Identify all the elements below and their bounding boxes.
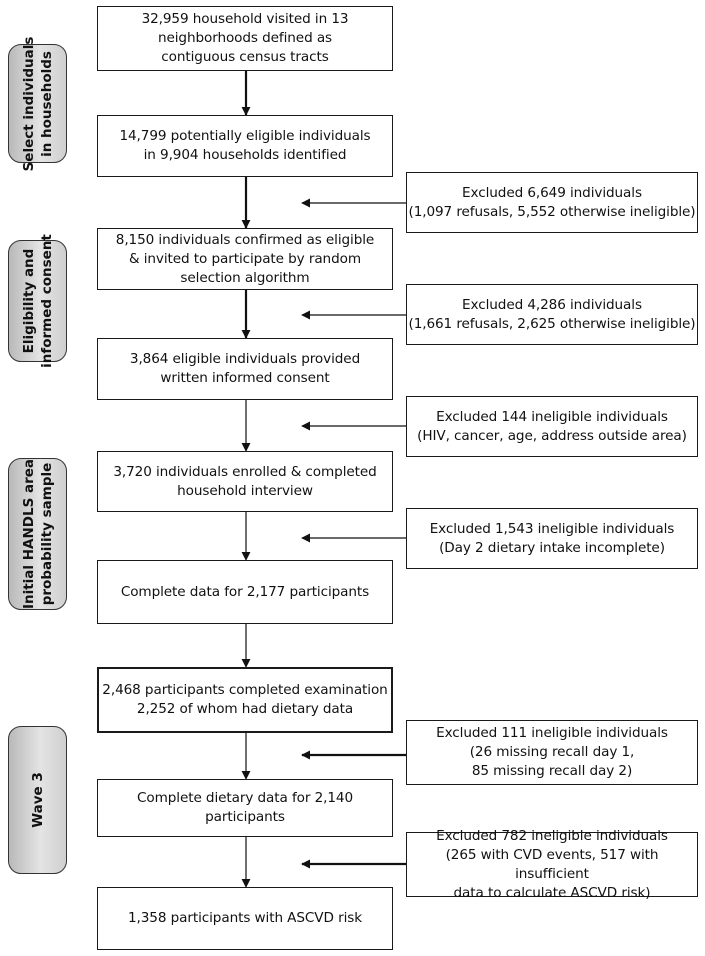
flow-box-enrolled: 3,720 individuals enrolled & completed h… xyxy=(97,451,393,512)
exclusion-text: Excluded 6,649 individuals (1,097 refusa… xyxy=(408,184,696,220)
phase-wave-3: Wave 3 xyxy=(8,726,67,874)
flow-box-ascvd-risk: 1,358 participants with ASCVD risk xyxy=(97,887,393,950)
exclusion-box-5: Excluded 111 ineligible individuals (26 … xyxy=(406,720,698,785)
flow-box-text: 3,864 eligible individuals provided writ… xyxy=(129,351,361,386)
flow-box-examination: 2,468 participants completed examination… xyxy=(97,667,393,733)
exclusion-box-3: Excluded 144 ineligible individuals (HIV… xyxy=(406,396,698,457)
flow-box-potentially-eligible: 14,799 potentially eligible individuals … xyxy=(97,115,393,177)
flow-box-text: 14,799 potentially eligible individuals … xyxy=(119,128,371,163)
flow-box-complete-dietary: Complete dietary data for 2,140 particip… xyxy=(97,779,393,837)
exclusion-box-1: Excluded 6,649 individuals (1,097 refusa… xyxy=(406,172,698,233)
flow-box-text: 8,150 individuals confirmed as eligible … xyxy=(115,231,375,286)
flow-box-complete-data: Complete data for 2,177 participants xyxy=(97,560,393,624)
flow-box-text: 32,959 household visited in 13 neighborh… xyxy=(141,11,349,65)
exclusion-box-6: Excluded 782 ineligible individuals (265… xyxy=(406,828,698,901)
flow-box-text: 1,358 participants with ASCVD risk xyxy=(127,910,363,926)
exclusion-text: Excluded 4,286 individuals (1,661 refusa… xyxy=(408,296,696,332)
exclusion-box-2: Excluded 4,286 individuals (1,661 refusa… xyxy=(406,284,698,345)
flow-box-text: 3,720 individuals enrolled & completed h… xyxy=(113,463,377,499)
flow-box-text: 2,468 participants completed examination… xyxy=(102,682,388,717)
flow-box-informed-consent: 3,864 eligible individuals provided writ… xyxy=(97,338,393,400)
phase-eligibility-consent: Eligibility and informed consent xyxy=(8,234,67,368)
exclusion-text: Excluded 782 ineligible individuals (265… xyxy=(436,827,668,901)
flow-box-text: Complete dietary data for 2,140 particip… xyxy=(137,790,353,825)
phase-initial-handls: Initial HANDLS area probability sample xyxy=(8,458,67,610)
flow-box-text: Complete data for 2,177 participants xyxy=(120,583,370,600)
flow-box-confirmed-eligible: 8,150 individuals confirmed as eligible … xyxy=(97,228,393,290)
exclusion-box-4: Excluded 1,543 ineligible individuals (D… xyxy=(406,508,698,569)
flow-box-households-visited: 32,959 household visited in 13 neighborh… xyxy=(97,6,393,71)
exclusion-text: Excluded 144 ineligible individuals (HIV… xyxy=(417,408,687,444)
exclusion-text: Excluded 111 ineligible individuals (26 … xyxy=(436,725,668,779)
phase-select-individuals: Select individuals in households xyxy=(8,36,67,171)
exclusion-text: Excluded 1,543 ineligible individuals (D… xyxy=(429,520,675,556)
